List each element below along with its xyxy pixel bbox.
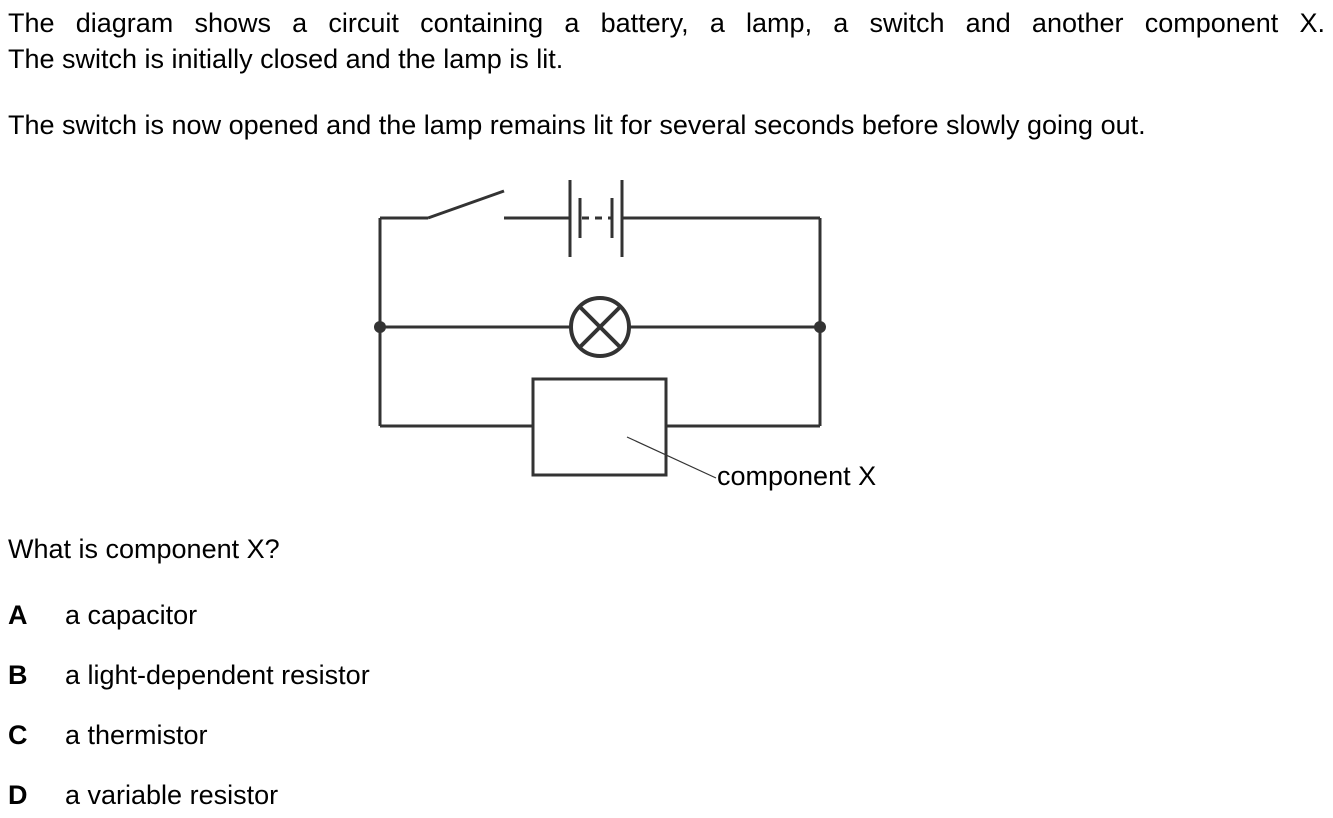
option-text: a variable resistor bbox=[65, 780, 279, 810]
switch-blade bbox=[427, 189, 505, 220]
junction-right bbox=[814, 321, 826, 333]
option-letter: C bbox=[8, 720, 28, 750]
option-text: a thermistor bbox=[65, 720, 208, 750]
option-letter: D bbox=[8, 780, 28, 810]
intro-line-2: The switch is initially closed and the l… bbox=[8, 44, 564, 74]
option-letter: B bbox=[8, 660, 28, 690]
component-x-label: component X bbox=[717, 461, 876, 491]
option-text: a capacitor bbox=[65, 600, 198, 630]
intro-line-1: The diagram shows a circuit containing a… bbox=[8, 8, 1325, 38]
junction-left bbox=[374, 321, 386, 333]
option-text: a light-dependent resistor bbox=[65, 660, 370, 690]
option-letter: A bbox=[8, 600, 28, 630]
intro-line-3: The switch is now opened and the lamp re… bbox=[8, 110, 1146, 140]
component-x-box bbox=[531, 377, 668, 477]
lamp-symbol bbox=[569, 296, 631, 358]
component-x-leader bbox=[626, 436, 717, 479]
question-text: What is component X? bbox=[8, 534, 280, 564]
battery-symbol bbox=[568, 180, 624, 257]
